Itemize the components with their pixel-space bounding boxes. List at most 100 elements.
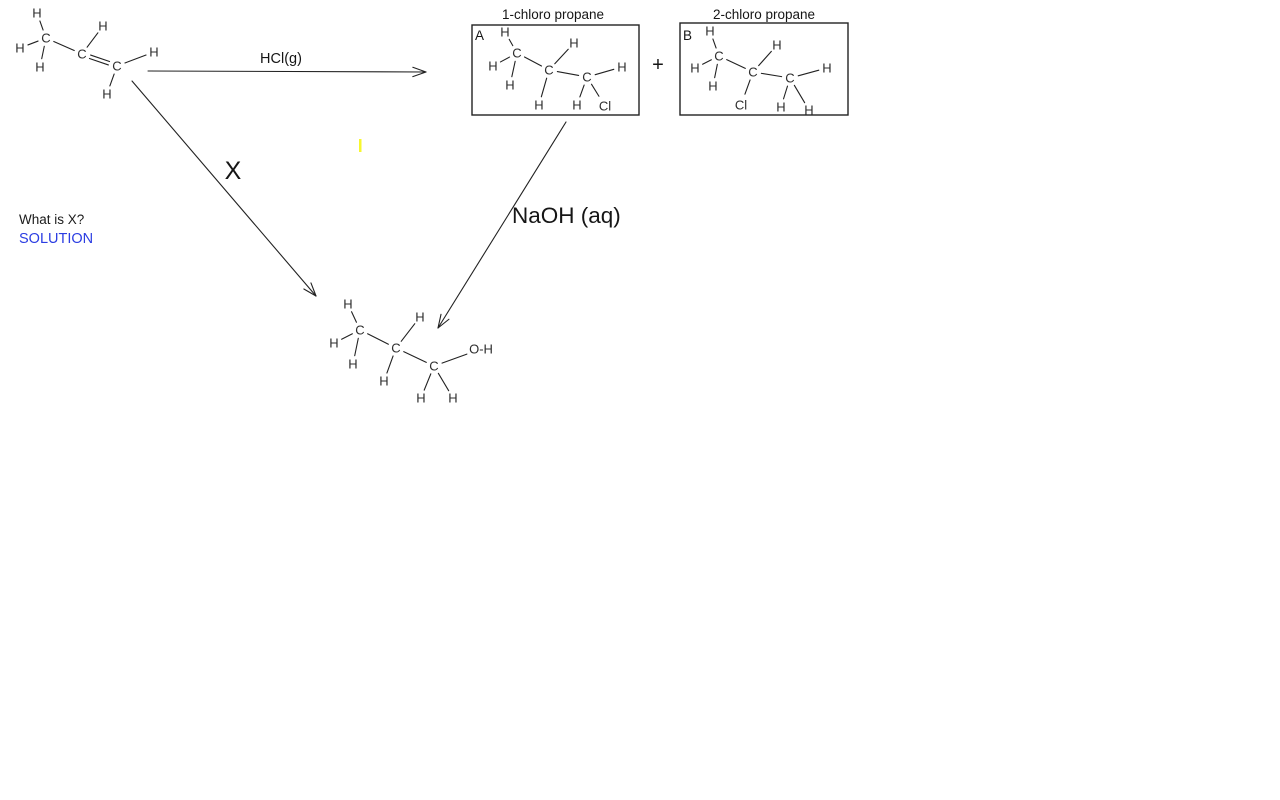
propan-1-ol-bond — [386, 355, 394, 374]
propan-1-ol-atom-h: H — [348, 357, 357, 372]
propan-1-ol-atom-h: H — [379, 374, 388, 389]
propan-1-ol-atom-c: C — [429, 359, 438, 374]
2-chloropropane-bond — [744, 79, 751, 95]
product-b-box — [679, 22, 849, 116]
solution-link[interactable]: SOLUTION — [19, 231, 94, 248]
question-block: What is X? SOLUTION — [19, 211, 93, 250]
2-chloropropane-bond — [714, 63, 718, 79]
label-x-reagent: X — [225, 157, 242, 185]
propene-bond — [109, 73, 115, 87]
propan-1-ol-atom-h: H — [329, 336, 338, 351]
propan-1-ol-bond — [403, 351, 427, 363]
propene-double-bond — [90, 54, 111, 63]
propan-1-ol-bond — [341, 333, 353, 340]
product-a-box — [471, 24, 640, 116]
question-text: What is X? — [19, 212, 85, 227]
1-chloropropane-atom-c: C — [582, 70, 591, 85]
1-chloropropane-bond — [556, 70, 580, 77]
1-chloropropane-bond — [511, 60, 516, 78]
2-chloropropane-bond — [712, 38, 717, 49]
propene-atom-h: H — [98, 19, 107, 34]
2-chloropropane-atom-h: H — [772, 38, 781, 53]
arrow-hcl — [147, 70, 427, 73]
propene-atom-c: C — [41, 31, 50, 46]
2-chloropropane-bond — [760, 72, 783, 78]
arrow-naoh-head — [437, 318, 450, 329]
propan-1-ol-atom-h: H — [448, 391, 457, 406]
1-chloropropane-atom-c: C — [544, 63, 553, 78]
2-chloropropane-bond — [793, 84, 806, 104]
1-chloropropane-bond — [590, 83, 600, 97]
2-chloropropane-bond — [726, 59, 746, 69]
propene-bond — [41, 45, 45, 60]
propene-atom-h: H — [32, 6, 41, 21]
propene-atom-h: H — [102, 87, 111, 102]
propan-1-ol-bond — [437, 372, 450, 392]
2-chloropropane-atom-c: C — [714, 49, 723, 64]
propan-1-ol-bond — [441, 353, 468, 364]
propan-1-ol-bond — [367, 333, 389, 345]
label-2-chloro-propane: 2-chloro propane — [713, 7, 815, 22]
propan-1-ol-atom-h: H — [416, 391, 425, 406]
2-chloropropane-atom-h: H — [776, 100, 785, 115]
arrow-hcl-head — [412, 66, 427, 73]
1-chloropropane-atom-h: H — [488, 59, 497, 74]
propene-atom-c: C — [77, 47, 86, 62]
propan-1-ol-atom-o-h: O-H — [469, 342, 493, 357]
1-chloropropane-atom-h: H — [569, 36, 578, 51]
2-chloropropane-atom-c: C — [785, 71, 794, 86]
label-naoh-reagent: NaOH (aq) — [512, 203, 621, 228]
propene-bond — [39, 20, 44, 31]
arrow-naoh-head — [437, 313, 442, 329]
2-chloropropane-atom-h: H — [822, 61, 831, 76]
label-box-a: A — [475, 28, 484, 43]
1-chloropropane-atom-h: H — [572, 98, 581, 113]
1-chloropropane-bond — [540, 77, 548, 98]
1-chloropropane-bond — [594, 68, 615, 76]
1-chloropropane-bond — [499, 56, 511, 63]
1-chloropropane-bond — [523, 56, 543, 67]
1-chloropropane-atom-cl: Cl — [599, 99, 611, 114]
propene-bond — [86, 32, 99, 48]
2-chloropropane-bond — [758, 50, 772, 67]
propene-atom-c: C — [112, 59, 121, 74]
1-chloropropane-atom-h: H — [617, 60, 626, 75]
2-chloropropane-bond — [702, 59, 712, 65]
2-chloropropane-bond — [782, 85, 789, 100]
2-chloropropane-atom-c: C — [748, 65, 757, 80]
1-chloropropane-atom-h: H — [500, 25, 509, 40]
propan-1-ol-atom-c: C — [355, 323, 364, 338]
propene-atom-h: H — [15, 41, 24, 56]
propene-double-bond — [88, 57, 109, 66]
1-chloropropane-atom-c: C — [512, 46, 521, 61]
highlight-mark — [359, 139, 362, 152]
1-chloropropane-bond — [554, 48, 569, 65]
arrow-hcl-head — [412, 71, 427, 78]
label-box-b: B — [683, 28, 692, 43]
2-chloropropane-bond — [797, 69, 820, 77]
2-chloropropane-atom-h: H — [708, 79, 717, 94]
propan-1-ol-atom-h: H — [343, 297, 352, 312]
label-1-chloro-propane: 1-chloro propane — [502, 7, 604, 22]
propan-1-ol-atom-c: C — [391, 341, 400, 356]
propene-bond — [53, 40, 75, 52]
1-chloropropane-atom-h: H — [505, 78, 514, 93]
propan-1-ol-bond — [400, 323, 416, 342]
arrow-naoh — [437, 121, 567, 329]
propene-bond — [124, 54, 147, 64]
1-chloropropane-bond — [579, 84, 585, 98]
arrow-x — [131, 80, 317, 297]
label-plus: + — [652, 54, 664, 76]
propan-1-ol-atom-h: H — [415, 310, 424, 325]
propan-1-ol-bond — [351, 311, 357, 323]
label-hcl-reagent: HCl(g) — [260, 51, 302, 67]
propene-bond — [27, 40, 39, 46]
2-chloropropane-atom-cl: Cl — [735, 98, 747, 113]
propan-1-ol-bond — [423, 373, 432, 391]
propene-atom-h: H — [149, 45, 158, 60]
1-chloropropane-bond — [508, 38, 514, 47]
propene-atom-h: H — [35, 60, 44, 75]
arrow-x-head — [303, 288, 317, 297]
